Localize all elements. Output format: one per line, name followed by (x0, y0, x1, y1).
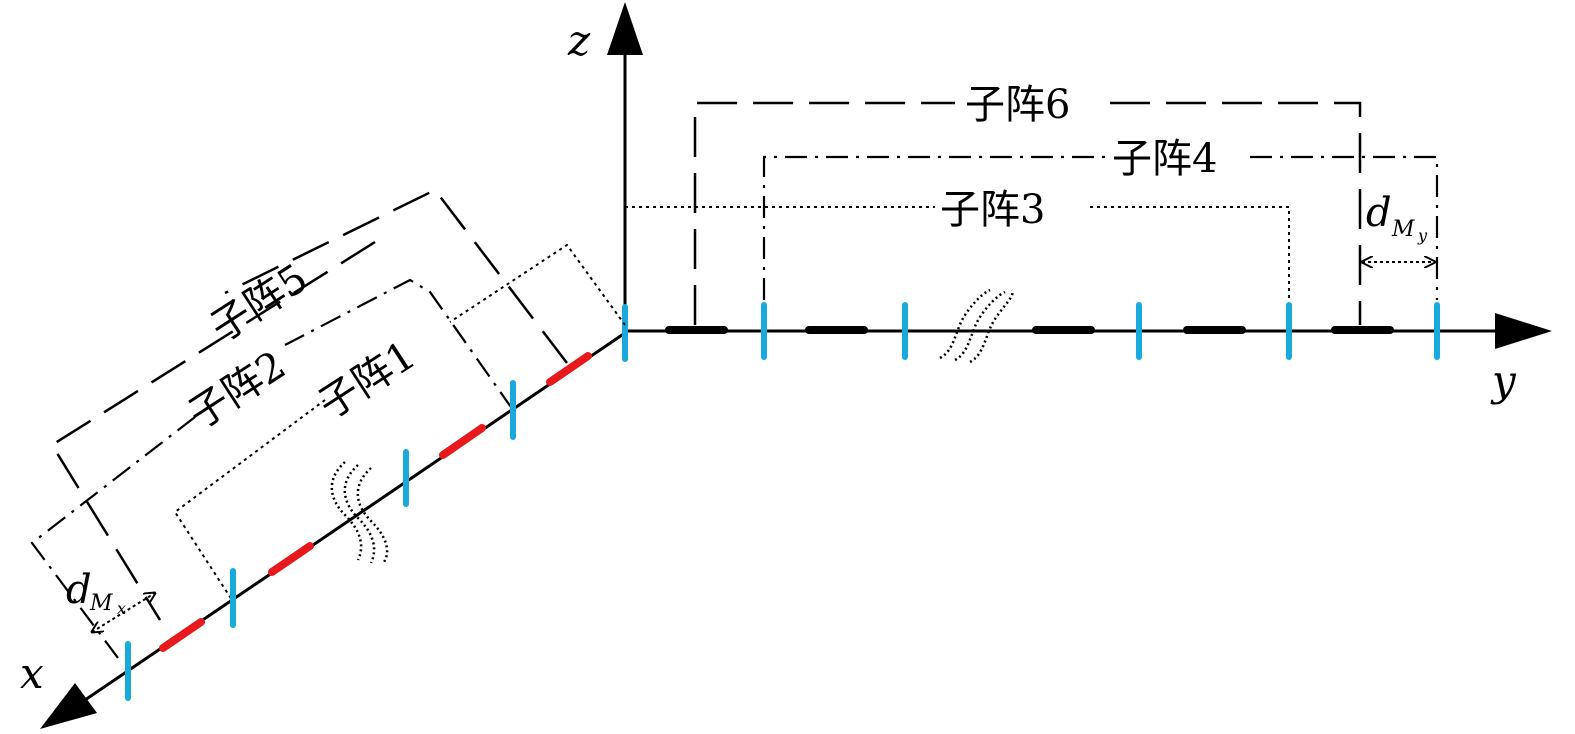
x-axis-elements (159, 352, 592, 652)
spacing-y-label: d (1366, 190, 1392, 236)
y-arrowhead-icon (1495, 313, 1552, 349)
subarray-3-bracket (625, 206, 1290, 300)
subarray-6-bracket (693, 101, 1362, 325)
subarray-6-label: 子阵6 (965, 82, 1070, 128)
subarray-4-label: 子阵4 (1112, 136, 1217, 182)
x-axis-label: x (20, 649, 44, 698)
subarray-4-bracket (762, 155, 1439, 300)
subarray-3-label: 子阵3 (940, 187, 1045, 233)
x-element (546, 352, 592, 386)
y-axis-label: y (1490, 356, 1517, 405)
z-axis (607, 2, 643, 333)
spacing-x-label: d (66, 567, 92, 613)
spacing-x-sub: M (89, 591, 113, 616)
spacing-x-indicator: d M x (66, 567, 155, 632)
x-element (268, 542, 314, 576)
x-element (439, 424, 486, 459)
x-arrowhead-icon (40, 683, 97, 729)
z-arrowhead-icon (607, 2, 643, 55)
spacing-x-subsub: x (117, 599, 126, 618)
subarray-2-label: 子阵2 (180, 342, 293, 438)
x-axis-sensors (125, 380, 516, 701)
x-element (159, 618, 205, 652)
spacing-y-indicator: d M y (1362, 190, 1435, 262)
y-axis-sensors (622, 302, 1440, 362)
spacing-y-sub: M (1391, 217, 1415, 242)
y-break-mark-icon (939, 288, 1014, 364)
x-break-mark-icon (330, 461, 389, 564)
subarray-5-bracket (50, 188, 568, 621)
subarray-1-bracket (173, 243, 626, 601)
z-axis-label: z (567, 16, 591, 65)
spacing-y-subsub: y (1417, 226, 1428, 245)
subarray-1-label: 子阵1 (310, 332, 423, 428)
